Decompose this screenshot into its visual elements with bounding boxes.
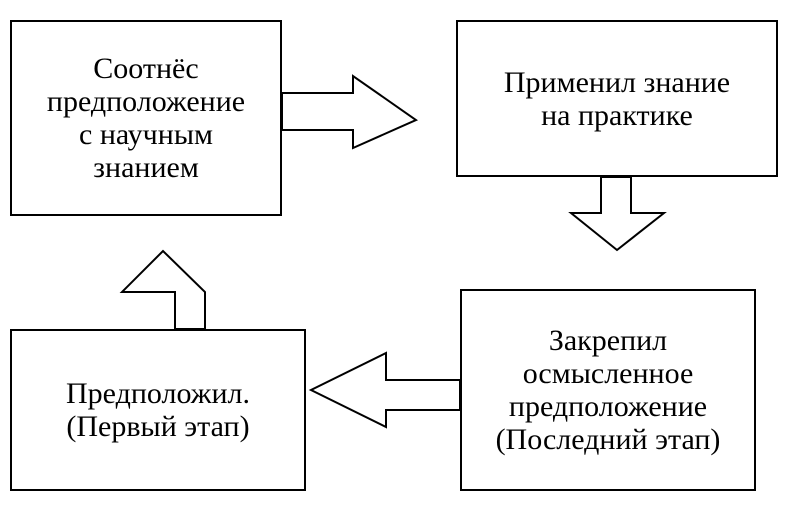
- arrow-applied-to-consolidated: [568, 176, 667, 252]
- box-consolidated-line-3: предположение: [508, 390, 708, 423]
- box-applied-line-2: на практике: [541, 98, 693, 132]
- box-correlate-line-1: Соотнёс: [93, 52, 199, 85]
- box-consolidated-line-2: осмысленное: [522, 357, 694, 390]
- box-consolidated-line-4: (Последний этап): [495, 423, 721, 456]
- box-assumed-line-2: (Первый этап): [66, 410, 250, 443]
- arrow-consolidated-to-assumed: [308, 351, 461, 429]
- box-applied-knowledge: Применил знание на практике: [456, 20, 778, 177]
- box-applied-line-1: Применил знание: [503, 65, 731, 99]
- box-assumed-line-1: Предположил.: [66, 377, 250, 410]
- box-correlate-line-2: предположение: [46, 85, 246, 118]
- box-correlate-line-3: с научным: [79, 118, 213, 151]
- arrow-assumed-to-correlate: [119, 249, 206, 330]
- box-consolidated-line-1: Закрепил: [548, 324, 668, 357]
- arrow-correlate-to-applied: [281, 74, 419, 150]
- box-consolidated-assumption: Закрепил осмысленное предположение (Посл…: [460, 289, 756, 491]
- box-assumed: Предположил. (Первый этап): [10, 329, 306, 491]
- box-correlate-assumption: Соотнёс предположение с научным знанием: [10, 20, 282, 216]
- box-correlate-line-4: знанием: [93, 151, 199, 184]
